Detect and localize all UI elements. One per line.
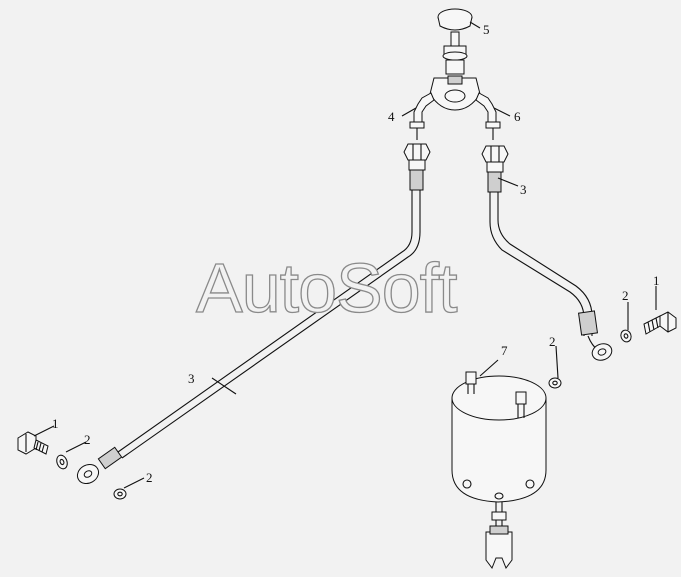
washer-4: [620, 329, 632, 343]
callout-3-left: 3: [188, 371, 195, 386]
callout-2-left: 2: [84, 432, 91, 447]
callout-6: 6: [514, 109, 521, 124]
tube-right: [489, 192, 593, 336]
elbow-fitting-right: [475, 92, 501, 140]
callout-1-right: 1: [653, 273, 660, 288]
tube-end-left: [76, 446, 123, 485]
air-reservoir: [451, 371, 547, 570]
leader-lines: [33, 21, 657, 489]
callout-3-right: 3: [520, 182, 527, 197]
washer-1: [56, 454, 68, 470]
union-nut-right: [481, 145, 509, 193]
callout-4: 4: [388, 109, 395, 124]
tube-left: [117, 190, 421, 459]
elbow-fitting-left: [409, 92, 435, 140]
callout-5: 5: [483, 22, 490, 37]
control-valve: [429, 8, 481, 111]
tube-end-right: [577, 310, 613, 361]
callout-2-reservoir: 2: [549, 334, 556, 349]
callout-2-bottom: 2: [146, 470, 153, 485]
bolt-right: [643, 311, 677, 335]
union-nut-left: [403, 143, 431, 191]
callout-7: 7: [501, 343, 508, 358]
washer-3: [548, 377, 562, 389]
callout-1-left: 1: [52, 416, 59, 431]
callout-2-right: 2: [622, 288, 629, 303]
washer-2: [113, 488, 127, 500]
bolt-left: [17, 431, 49, 455]
watermark-text: AutoSoft: [195, 248, 458, 327]
